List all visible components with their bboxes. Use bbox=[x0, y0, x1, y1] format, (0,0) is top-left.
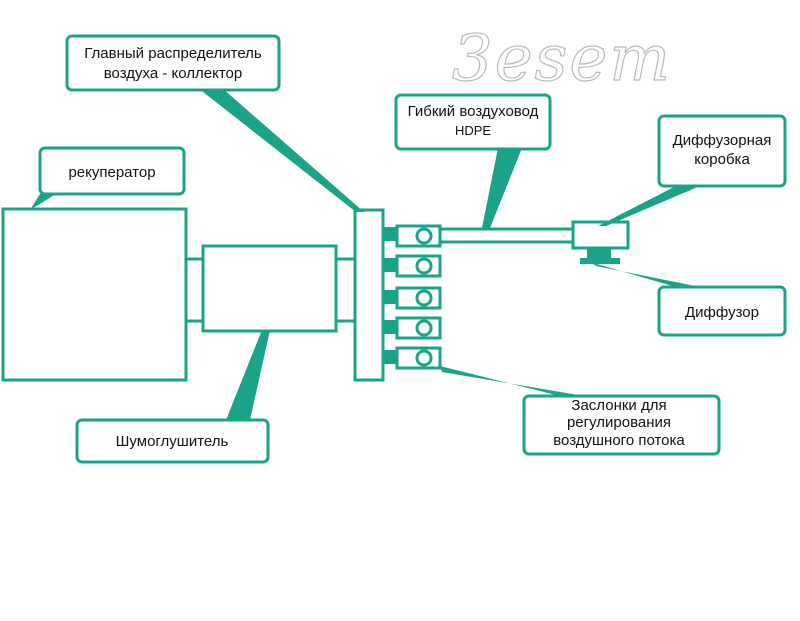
svg-text:регулирования: регулирования bbox=[567, 414, 671, 431]
svg-text:коробка: коробка bbox=[694, 151, 750, 168]
svg-text:Гибкий воздуховод: Гибкий воздуховод bbox=[408, 103, 539, 120]
svg-text:Шумоглушитель: Шумоглушитель bbox=[116, 433, 229, 450]
callout-flexible-duct: Гибкий воздуховод HDPE bbox=[394, 93, 552, 151]
damper-5 bbox=[383, 346, 442, 370]
svg-text:рекуператор: рекуператор bbox=[68, 164, 155, 181]
svg-text:Заслонки для: Заслонки для bbox=[571, 397, 666, 414]
damper-2 bbox=[383, 254, 442, 278]
callout-diffuser: Диффузор bbox=[657, 285, 787, 337]
callout-diffuser-box: Диффузорная коробка bbox=[657, 114, 787, 188]
damper-4 bbox=[383, 316, 442, 340]
diffuser-unit bbox=[580, 258, 620, 264]
svg-text:Диффузор: Диффузор bbox=[685, 304, 759, 321]
callout-recuperator: рекуператор bbox=[38, 146, 186, 196]
svg-text:HDPE: HDPE bbox=[455, 123, 491, 138]
connector-recuperator-silencer bbox=[184, 257, 205, 323]
svg-text:Диффузорная: Диффузорная bbox=[673, 132, 772, 149]
air-collector bbox=[353, 208, 385, 382]
svg-text:воздуха - коллектор: воздуха - коллектор bbox=[104, 65, 243, 82]
diffuser-box bbox=[571, 220, 630, 250]
callout-dampers: Заслонки для регулирования воздушного по… bbox=[522, 394, 721, 456]
callout-collector: Главный распределитель воздуха - коллект… bbox=[65, 34, 281, 92]
brand-logo: 3esem bbox=[452, 22, 672, 96]
callout-silencer: Шумоглушитель bbox=[75, 418, 270, 464]
recuperator-unit bbox=[1, 207, 188, 382]
flexible-duct bbox=[438, 227, 575, 244]
diffuser-neck bbox=[587, 248, 611, 260]
leader-lines bbox=[30, 88, 700, 420]
svg-text:Главный распределитель: Главный распределитель bbox=[84, 45, 262, 62]
silencer-unit bbox=[201, 244, 338, 333]
damper-1 bbox=[383, 224, 442, 248]
svg-text:воздушного потока: воздушного потока bbox=[553, 432, 685, 449]
connector-silencer-collector bbox=[334, 257, 357, 323]
damper-3 bbox=[383, 286, 442, 310]
